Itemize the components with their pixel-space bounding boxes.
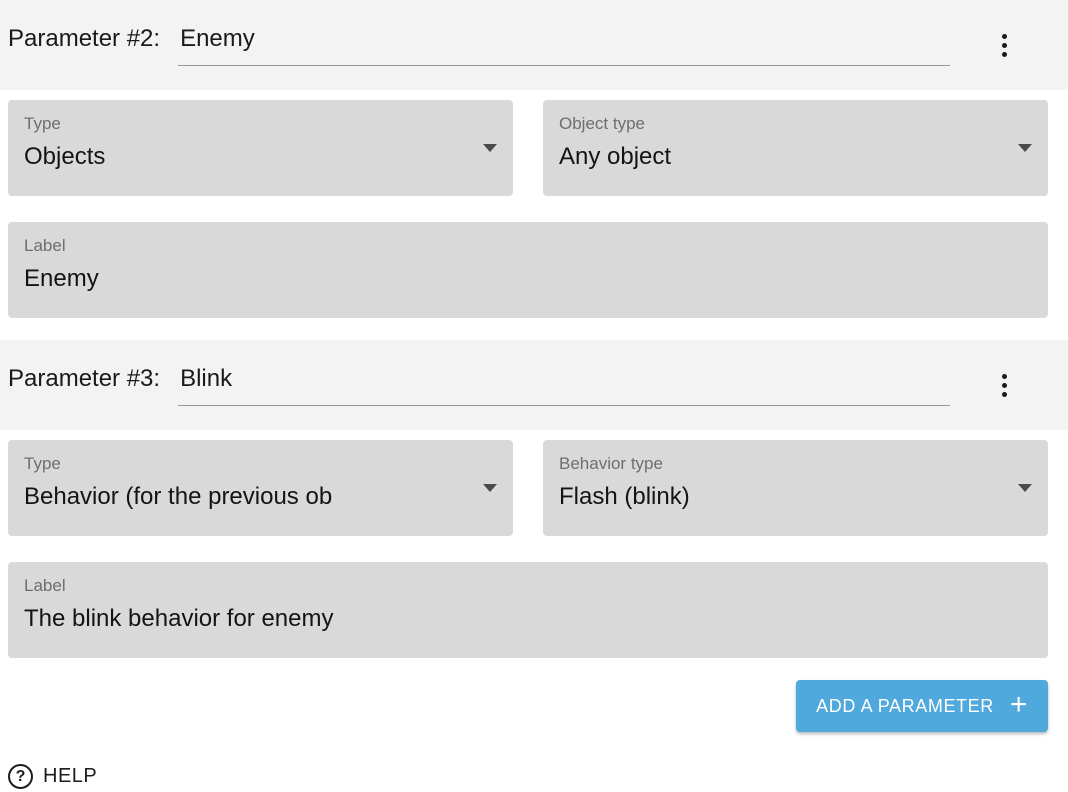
field-value: Behavior (for the previous ob [24,483,333,510]
help-label: HELP [43,765,98,787]
parameter-2-name-input[interactable] [178,24,950,66]
help-link[interactable]: ? HELP [8,764,97,789]
caret-down-icon [483,484,497,492]
kebab-menu-icon [1001,42,1007,48]
parameter-3-menu-button[interactable] [980,361,1028,409]
parameter-2-title: Parameter #2: [8,24,161,52]
parameter-3-section: Parameter #3: Type Behavior (for the pre… [0,340,1068,658]
add-parameter-row: ADD A PARAMETER + [8,680,1048,732]
parameter-2-section: Parameter #2: Type Objects Object type A… [0,0,1068,318]
parameter-3-type-select[interactable]: Type Behavior (for the previous ob [8,440,513,536]
field-label: Behavior type [559,454,663,473]
parameter-2-type-row: Type Objects Object type Any object [8,100,1048,196]
field-label: Type [24,454,61,473]
help-circle-icon: ? [8,764,33,789]
caret-down-icon [1018,144,1032,152]
caret-down-icon [1018,484,1032,492]
field-label: Label [24,576,66,595]
field-value: Flash (blink) [559,483,690,510]
parameter-3-label-field[interactable]: Label [8,562,1048,658]
caret-down-icon [483,144,497,152]
field-value: Any object [559,143,672,170]
parameter-3-behavior-type-select[interactable]: Behavior type Flash (blink) [543,440,1048,536]
plus-icon: + [1009,687,1028,721]
parameter-3-title: Parameter #3: [8,364,161,392]
parameter-2-label-field[interactable]: Label [8,222,1048,318]
parameter-2-menu-button[interactable] [980,21,1028,69]
parameter-2-label-input[interactable] [24,265,1032,293]
field-label: Label [24,236,66,255]
kebab-menu-icon [1001,373,1007,379]
add-parameter-button[interactable]: ADD A PARAMETER + [796,680,1048,732]
parameter-2-header: Parameter #2: [0,0,1068,90]
parameter-2-type-select[interactable]: Type Objects [8,100,513,196]
field-label: Type [24,114,61,133]
parameter-3-label-input[interactable] [24,605,1032,633]
field-label: Object type [559,114,645,133]
field-value: Objects [24,143,106,170]
parameter-3-header: Parameter #3: [0,340,1068,430]
kebab-menu-icon [1001,33,1007,39]
kebab-menu-icon [1001,382,1007,388]
parameter-3-type-row: Type Behavior (for the previous ob Behav… [8,440,1048,536]
parameter-3-name-input[interactable] [178,364,950,406]
parameter-2-object-type-select[interactable]: Object type Any object [543,100,1048,196]
kebab-menu-icon [1001,51,1007,57]
kebab-menu-icon [1001,391,1007,397]
add-parameter-label: ADD A PARAMETER [816,695,994,716]
